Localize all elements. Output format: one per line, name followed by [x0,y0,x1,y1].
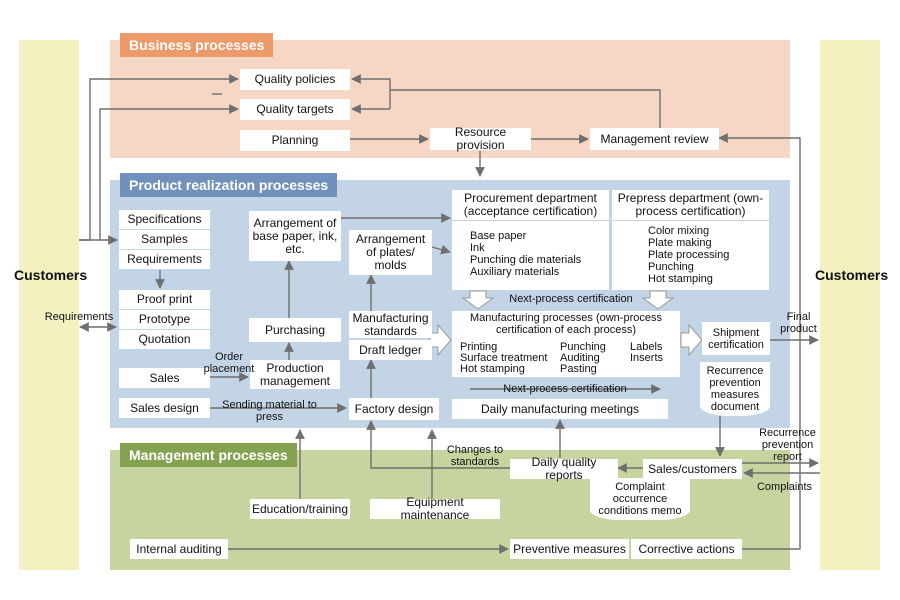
planning-box: Planning [240,130,350,151]
requirements-label: Requirements [44,311,114,323]
mfg-col3-0: Labels [630,341,663,353]
mfg-col1-0: Printing [460,341,498,353]
samples-box: Samples [119,230,210,249]
quotation-box: Quotation [119,330,210,349]
prepress-item-0: Color mixing [648,225,710,237]
equipment-maintenance-box: Equipment maintenance [370,496,500,522]
prepress-panel [612,190,769,290]
manufacturing-panel [452,311,680,377]
procurement-panel [452,190,609,290]
requirements-box: Requirements [119,250,210,269]
shipment-certification-box: Shipment certification [702,322,770,355]
next-process-certification-bottom: Next-process certification [503,383,627,395]
customers-right-band [820,40,880,570]
panel-divider [452,220,769,221]
prepress-title: Prepress department (own-process certifi… [617,190,764,218]
final-product-label: Final product [780,311,817,335]
changes-to-standards-label: Changes to standards [446,444,504,468]
sales-customers-box: Sales/customers [643,459,742,479]
proof-print-box: Proof print [119,290,210,309]
recurrence-prevention-report-label: Recurrence prevention report [759,427,816,463]
preventive-measures-box: Preventive measures [510,539,629,559]
draft-ledger-box: Draft ledger [349,340,432,360]
sending-material-label: Sending material to press [222,399,317,423]
prototype-box: Prototype [119,310,210,329]
management-title: Management processes [120,443,297,467]
recurrence-prevention-document: Recurrence prevention measures document [700,362,770,416]
manufacturing-standards-box: Manufacturing standards [349,311,432,338]
arrangement-plates-box: Arrangement of plates/ molds [349,230,432,275]
product-title: Product realization processes [120,173,338,197]
mfg-col1-2: Hot stamping [460,363,525,375]
prepress-item-2: Plate processing [648,249,730,261]
business-title: Business processes [120,33,274,57]
customers-left-band [19,40,79,570]
mfg-col3-1: Inserts [630,352,664,364]
specifications-box: Specifications [119,210,210,229]
arrangement-base-box: Arrangement of base paper, ink, etc. [249,211,341,261]
mfg-col2-0: Punching [560,341,606,353]
sales-box: Sales [119,368,210,388]
prepress-item-4: Hot stamping [648,273,713,285]
factory-design-box: Factory design [349,398,439,420]
next-process-certification-top: Next-process certification [509,293,633,305]
corrective-actions-box: Corrective actions [631,539,742,559]
management-review-box: Management review [590,128,719,150]
procurement-title: Procurement department (acceptance certi… [463,190,598,218]
mfg-col1-1: Surface treatment [460,352,548,364]
internal-auditing-box: Internal auditing [130,539,228,559]
procurement-item-3: Auxiliary materials [470,266,560,278]
procurement-item-1: Ink [470,242,485,254]
manufacturing-title: Manufacturing processes (own-process cer… [470,312,662,336]
prepress-item-3: Punching [648,261,694,273]
quality-policies-box: Quality policies [240,69,350,90]
production-management-box: Production management [250,360,340,389]
complaint-memo-document: Complaint occurrence conditions memo [590,478,690,520]
purchasing-box: Purchasing [249,318,341,342]
resource-provision-box: Resource provision [430,126,531,152]
complaints-label: Complaints [756,481,813,493]
daily-manufacturing-meetings-box: Daily manufacturing meetings [452,399,668,419]
order-placement-label: Order placement [203,351,255,375]
mfg-col2-2: Pasting [560,363,597,375]
procurement-item-2: Punching die materials [470,254,582,266]
procurement-item-0: Base paper [470,230,527,242]
education-training-box: Education/training [250,499,350,519]
prepress-item-1: Plate making [648,237,712,249]
mfg-col2-1: Auditing [560,352,600,364]
quality-targets-box: Quality targets [240,99,350,120]
customers-left-label: Customers [14,267,88,283]
sales-design-box: Sales design [119,398,210,418]
customers-right-label: Customers [815,267,889,283]
daily-quality-reports-box: Daily quality reports [510,456,618,482]
